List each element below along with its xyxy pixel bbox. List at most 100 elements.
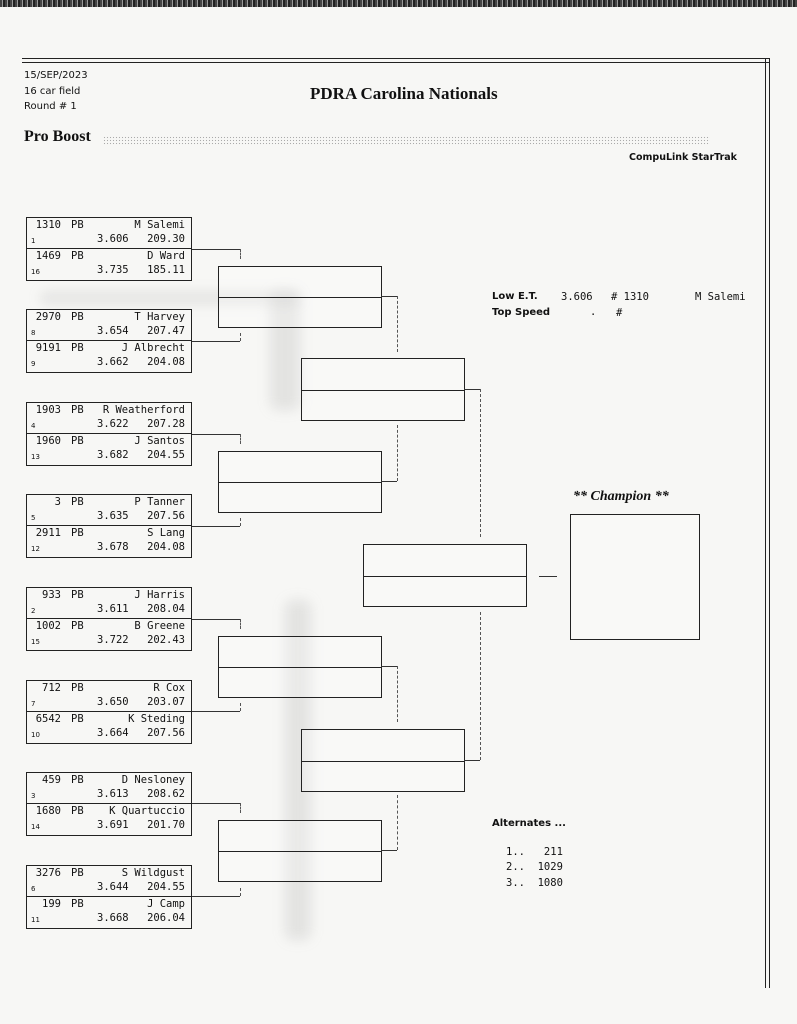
speed-mph: 202.43 — [147, 634, 185, 646]
frame-line — [22, 62, 770, 63]
seed-number: 12 — [31, 545, 40, 553]
driver-name: P Tanner — [134, 496, 185, 508]
seed-number: 9 — [31, 360, 36, 368]
driver-name: D Ward — [147, 250, 185, 262]
entry-row: 2911 PB S Lang 12 3.678 204.08 — [27, 526, 191, 556]
connector — [240, 333, 241, 341]
elapsed-time: 3.606 — [97, 233, 129, 245]
connector — [397, 666, 398, 722]
driver-name: B Greene — [134, 620, 185, 632]
class-code: PB — [71, 435, 84, 447]
connector — [480, 389, 481, 537]
elapsed-time: 3.635 — [97, 510, 129, 522]
low-et-car-number: # 1310 — [611, 291, 649, 303]
elapsed-time: 3.664 — [97, 727, 129, 739]
connector — [192, 619, 240, 620]
class-code: PB — [71, 311, 84, 323]
champion-box — [570, 514, 700, 640]
scan-smudge — [40, 292, 300, 304]
elapsed-time: 3.650 — [97, 696, 129, 708]
driver-name: J Santos — [134, 435, 185, 447]
timing-system-label: CompuLink StarTrak — [629, 152, 737, 163]
car-number: 1469 — [35, 250, 61, 262]
speed-mph: 206.04 — [147, 912, 185, 924]
car-number: 459 — [42, 774, 61, 786]
elapsed-time: 3.722 — [97, 634, 129, 646]
elapsed-time: 3.678 — [97, 541, 129, 553]
round2-box — [218, 636, 382, 698]
semifinal-box — [301, 729, 465, 792]
event-title: PDRA Carolina Nationals — [310, 84, 498, 103]
driver-name: R Weatherford — [102, 404, 185, 416]
car-number: 2970 — [35, 311, 61, 323]
alternate-item: 1.. 211 — [506, 846, 563, 858]
elapsed-time: 3.735 — [97, 264, 129, 276]
connector — [397, 795, 398, 850]
semifinal-box — [301, 358, 465, 421]
class-code: PB — [71, 805, 84, 817]
connector — [397, 425, 398, 481]
speed-mph: 204.55 — [147, 881, 185, 893]
round-label: Round # 1 — [24, 101, 77, 112]
driver-name: K Steding — [128, 713, 185, 725]
top-speed-label: Top Speed — [492, 307, 551, 318]
speed-mph: 204.08 — [147, 541, 185, 553]
driver-name: J Albrecht — [121, 342, 185, 354]
car-number: 1960 — [35, 435, 61, 447]
elapsed-time: 3.611 — [97, 603, 129, 615]
champion-label: ** Champion ** — [573, 489, 669, 504]
car-number: 2911 — [35, 527, 61, 539]
seed-number: 5 — [31, 514, 36, 522]
speed-mph: 207.47 — [147, 325, 185, 337]
top-speed-car-number: # — [616, 307, 623, 319]
alternate-item: 2.. 1029 — [506, 861, 563, 873]
driver-name: D Nesloney — [121, 774, 185, 786]
speed-mph: 203.07 — [147, 696, 185, 708]
car-number: 1903 — [35, 404, 61, 416]
frame-line — [765, 58, 766, 988]
class-code: PB — [71, 589, 84, 601]
speed-mph: 204.08 — [147, 356, 185, 368]
scan-smudge — [285, 600, 311, 940]
class-code: PB — [71, 404, 84, 416]
round2-box — [218, 820, 382, 882]
class-code: PB — [71, 774, 84, 786]
connector — [240, 434, 241, 444]
round2-box — [218, 266, 382, 328]
class-code: PB — [71, 527, 84, 539]
class-code: PB — [71, 898, 84, 910]
class-code: PB — [71, 250, 84, 262]
connector — [480, 612, 481, 760]
speed-mph: 209.30 — [147, 233, 185, 245]
driver-name: J Camp — [147, 898, 185, 910]
seed-number: 14 — [31, 823, 40, 831]
connector — [240, 803, 241, 813]
round2-box — [218, 451, 382, 513]
connector — [464, 389, 480, 390]
speed-mph: 207.56 — [147, 727, 185, 739]
elapsed-time: 3.691 — [97, 819, 129, 831]
speed-mph: 208.62 — [147, 788, 185, 800]
driver-name: M Salemi — [134, 219, 185, 231]
seed-number: 16 — [31, 268, 40, 276]
top-speed-value: . — [590, 306, 597, 318]
driver-name: S Wildgust — [121, 867, 185, 879]
seed-number: 15 — [31, 638, 40, 646]
connector — [464, 760, 480, 761]
class-code: PB — [71, 682, 84, 694]
field-size: 16 car field — [24, 86, 81, 97]
car-number: 933 — [42, 589, 61, 601]
driver-name: S Lang — [147, 527, 185, 539]
